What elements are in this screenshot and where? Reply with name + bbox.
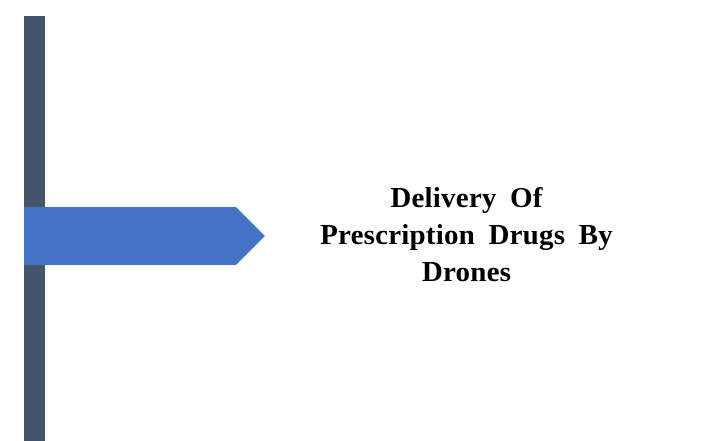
arrow-banner-shape (24, 207, 265, 265)
title-line-2: Prescription Drugs By (320, 219, 613, 251)
slide-title: Delivery Of Prescription Drugs By Drones (300, 180, 633, 291)
right-arrow-icon (24, 207, 265, 265)
title-line-1: Delivery Of (390, 182, 543, 214)
title-line-3: Drones (421, 256, 512, 288)
